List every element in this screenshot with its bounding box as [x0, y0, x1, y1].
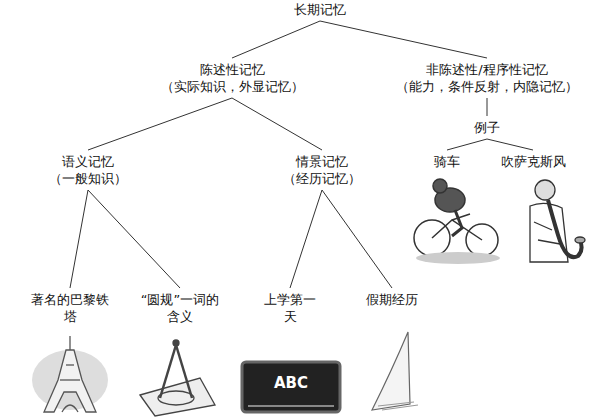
node-text: 上学第一天 [264, 291, 316, 325]
example-item: 假期经历 [363, 290, 421, 309]
node-text: “圆规”一词的含义 [135, 291, 225, 325]
node-text: （实际知识，外显记忆） [161, 78, 304, 95]
node-text: 著名的巴黎铁塔 [31, 291, 109, 325]
tree-connector [487, 139, 533, 150]
subcategory-node: 情景记忆（经历记忆） [280, 152, 364, 188]
node-text: （一般知识） [49, 170, 127, 187]
compass-picture [140, 340, 215, 416]
tree-connector [88, 98, 232, 150]
tree-connector [232, 98, 322, 150]
example-item: 上学第一天 [261, 290, 319, 326]
cyclist-picture [414, 179, 500, 264]
subcategory-node: 语义记忆（一般知识） [46, 152, 130, 188]
tree-connector [322, 190, 392, 288]
example-item: “圆规”一词的含义 [132, 290, 228, 326]
node-text: 陈述性记忆 [161, 61, 304, 78]
tree-connector [290, 190, 322, 288]
tree-connector [487, 98, 488, 116]
eiffel-tower-picture [32, 336, 108, 412]
node-text: 语义记忆 [49, 153, 127, 170]
chalkboard-picture [242, 362, 340, 412]
tree-connector [232, 21, 320, 58]
tree-connector [447, 139, 487, 150]
example-item: 吹萨克斯风 [498, 152, 569, 171]
node-text: 例子 [474, 119, 500, 136]
example-item: 著名的巴黎铁塔 [28, 290, 112, 326]
saxophone-player-picture [530, 180, 585, 262]
node-text: （能力，条件反射，内隐记忆） [396, 78, 578, 95]
chalkboard-text: ABC [274, 374, 308, 392]
tree-connector [88, 190, 180, 288]
category-node: 陈述性记忆（实际知识，外显记忆） [158, 60, 307, 96]
tree-connector [70, 190, 88, 288]
example-item: 骑车 [431, 152, 463, 171]
category-node: 非陈述性/程序性记忆（能力，条件反射，内隐记忆） [393, 60, 581, 96]
node-text: 吹萨克斯风 [501, 153, 566, 170]
node-text: 假期经历 [366, 291, 418, 308]
example-heading: 例子 [471, 118, 503, 137]
node-text: 非陈述性/程序性记忆 [396, 61, 578, 78]
sailboat-picture [372, 332, 418, 410]
root-node: 长期记忆 [291, 0, 349, 19]
node-text: 骑车 [434, 153, 460, 170]
node-text: （经历记忆） [283, 170, 361, 187]
node-text: 长期记忆 [294, 1, 346, 18]
tree-connector [320, 21, 487, 58]
node-text: 情景记忆 [283, 153, 361, 170]
